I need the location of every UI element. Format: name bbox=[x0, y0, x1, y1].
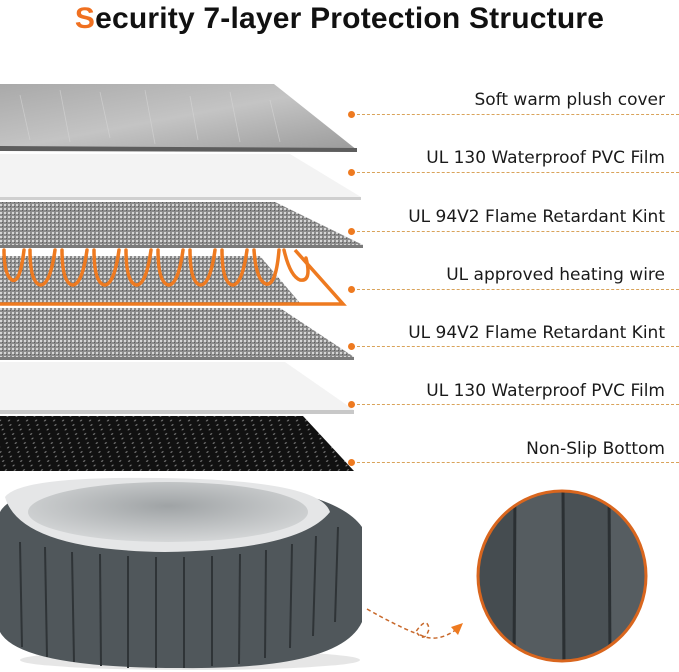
label-pvc-film-top: UL 130 Waterproof PVC Film bbox=[426, 148, 665, 168]
leader-dot-icon bbox=[348, 459, 355, 466]
layer-stack-illustration bbox=[0, 84, 363, 471]
layer-flame-retardant-knit-top bbox=[0, 202, 363, 248]
leader-line bbox=[348, 111, 679, 118]
zoom-arrow-icon bbox=[366, 608, 463, 639]
leader-dot-icon bbox=[348, 343, 355, 350]
layer-non-slip-bottom bbox=[0, 416, 354, 471]
label-non-slip-bottom: Non-Slip Bottom bbox=[526, 439, 665, 459]
page-title: Security 7-layer Protection Structure bbox=[0, 2, 679, 36]
title-accent-letter: S bbox=[74, 2, 96, 35]
leader-dot-icon bbox=[348, 111, 355, 118]
leader-line bbox=[348, 401, 679, 408]
fabric-detail-closeup bbox=[476, 489, 648, 663]
label-flame-knit-bottom: UL 94V2 Flame Retardant Kint bbox=[408, 323, 665, 343]
layer-heating-wire bbox=[0, 248, 347, 306]
title-text: ecurity 7-layer Protection Structure bbox=[95, 2, 605, 35]
leader-line bbox=[348, 228, 679, 235]
layer-pvc-film-bottom bbox=[0, 362, 354, 414]
leader-line bbox=[348, 169, 679, 176]
label-heating-wire: UL approved heating wire bbox=[446, 265, 665, 285]
label-plush-cover: Soft warm plush cover bbox=[474, 90, 665, 110]
leader-line bbox=[348, 286, 679, 293]
layer-plush-cover bbox=[0, 84, 357, 152]
leader-line bbox=[348, 343, 679, 350]
leader-dot-icon bbox=[348, 169, 355, 176]
leader-dot-icon bbox=[348, 401, 355, 408]
leader-line bbox=[348, 459, 679, 466]
pet-bed-image bbox=[0, 477, 362, 670]
label-pvc-film-bottom: UL 130 Waterproof PVC Film bbox=[426, 381, 665, 401]
label-flame-knit-top: UL 94V2 Flame Retardant Kint bbox=[408, 207, 665, 227]
layer-flame-retardant-knit-bottom bbox=[0, 308, 354, 360]
leader-dot-icon bbox=[348, 286, 355, 293]
layer-pvc-film-top bbox=[0, 154, 361, 200]
leader-dot-icon bbox=[348, 228, 355, 235]
